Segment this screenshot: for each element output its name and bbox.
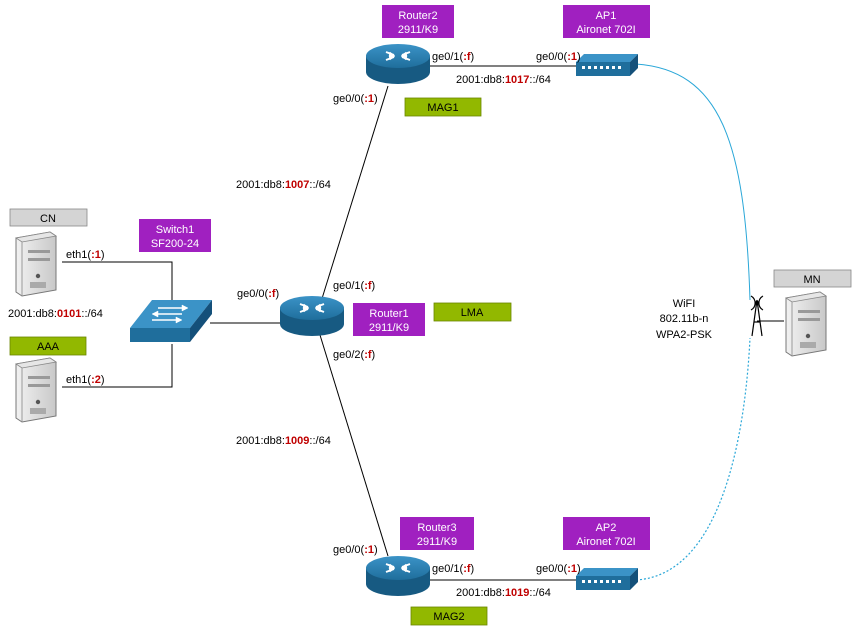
- wifi-link-ap2: [635, 337, 751, 581]
- iface-r1-ge02: ge0/2(:f): [333, 349, 375, 361]
- router1-name: Router1: [369, 308, 408, 320]
- iface-r1-ge00: ge0/0(:f): [237, 288, 279, 300]
- iface-r3-ge00: ge0/0(:1): [333, 544, 378, 556]
- mn-host-icon: [785, 291, 827, 357]
- iface-r1-ge01: ge0/1(:f): [333, 280, 375, 292]
- ap2-icon: [576, 568, 638, 590]
- wifi-line2: 802.11b-n: [660, 313, 709, 325]
- svg-text:MAG2: MAG2: [433, 611, 464, 623]
- router3-model: 2911/K9: [417, 536, 457, 548]
- router3-name: Router3: [417, 522, 456, 534]
- tag-lma: LMA: [433, 302, 512, 322]
- iface-r2-ge01: ge0/1(:f): [432, 51, 474, 63]
- svg-text:LMA: LMA: [461, 307, 484, 319]
- network-labels: 2001:db8:1017::/64 2001:db8:1007::/64 20…: [8, 74, 551, 599]
- links: [62, 65, 784, 581]
- link-router1-router3: [319, 334, 389, 557]
- switch1-name: Switch1: [156, 224, 195, 236]
- iface-cn-eth1: eth1(:1): [66, 249, 105, 261]
- tag-mn: MN: [773, 269, 852, 288]
- ap2-name: AP2: [596, 522, 617, 534]
- ap2-model: Aironet 702I: [576, 536, 635, 548]
- switch1-model: SF200-24: [151, 238, 199, 250]
- wifi-antenna-icon: [750, 295, 764, 337]
- wifi-link-ap1: [635, 63, 751, 301]
- svg-text:MN: MN: [803, 274, 820, 286]
- label-router1: Router1 2911/K9: [353, 303, 425, 336]
- ap1-model: Aironet 702I: [576, 24, 635, 36]
- net-1017: 2001:db8:1017::/64: [456, 74, 551, 86]
- iface-ap1-ge00: ge0/0(:1): [536, 51, 581, 63]
- label-router2: Router2 2911/K9: [382, 5, 454, 38]
- label-ap2: AP2 Aironet 702I: [563, 517, 650, 550]
- router1-model: 2911/K9: [369, 322, 409, 334]
- link-router2-router1: [319, 85, 389, 306]
- label-router3: Router3 2911/K9: [400, 517, 474, 550]
- net-0101: 2001:db8:0101::/64: [8, 308, 103, 320]
- switch1-icon: [130, 300, 212, 342]
- wifi-line1: WiFI: [673, 298, 696, 310]
- wifi-label: WiFI 802.11b-n WPA2-PSK: [656, 298, 713, 341]
- iface-r3-ge01: ge0/1(:f): [432, 563, 474, 575]
- label-ap1: AP1 Aironet 702I: [563, 5, 650, 38]
- cn-server-icon: [15, 231, 57, 297]
- router1-icon: [279, 295, 345, 337]
- svg-text:AAA: AAA: [37, 341, 60, 353]
- wifi-line3: WPA2-PSK: [656, 329, 713, 341]
- tag-mag2: MAG2: [410, 606, 488, 626]
- iface-r2-ge00: ge0/0(:1): [333, 93, 378, 105]
- iface-ap2-ge00: ge0/0(:1): [536, 563, 581, 575]
- tag-aaa: AAA: [9, 336, 87, 356]
- net-1019: 2001:db8:1019::/64: [456, 587, 551, 599]
- link-cn-switch: [62, 261, 173, 300]
- router2-name: Router2: [398, 10, 437, 22]
- router3-icon: [365, 555, 431, 597]
- aaa-server-icon: [15, 357, 57, 423]
- tag-cn: CN: [9, 208, 88, 227]
- iface-aaa-eth1: eth1(:2): [66, 374, 105, 386]
- net-1009: 2001:db8:1009::/64: [236, 435, 331, 447]
- svg-text:CN: CN: [40, 213, 56, 225]
- net-1007: 2001:db8:1007::/64: [236, 179, 331, 191]
- ap1-name: AP1: [596, 10, 617, 22]
- tag-mag1: MAG1: [404, 97, 482, 117]
- label-switch1: Switch1 SF200-24: [139, 219, 211, 252]
- interface-labels: ge0/1(:f) ge0/0(:1) ge0/0(:1) ge0/0(:f) …: [66, 51, 581, 575]
- router2-icon: [365, 43, 431, 85]
- svg-text:MAG1: MAG1: [427, 102, 458, 114]
- link-aaa-switch: [62, 344, 173, 388]
- ap1-icon: [576, 54, 638, 76]
- router2-model: 2911/K9: [398, 24, 438, 36]
